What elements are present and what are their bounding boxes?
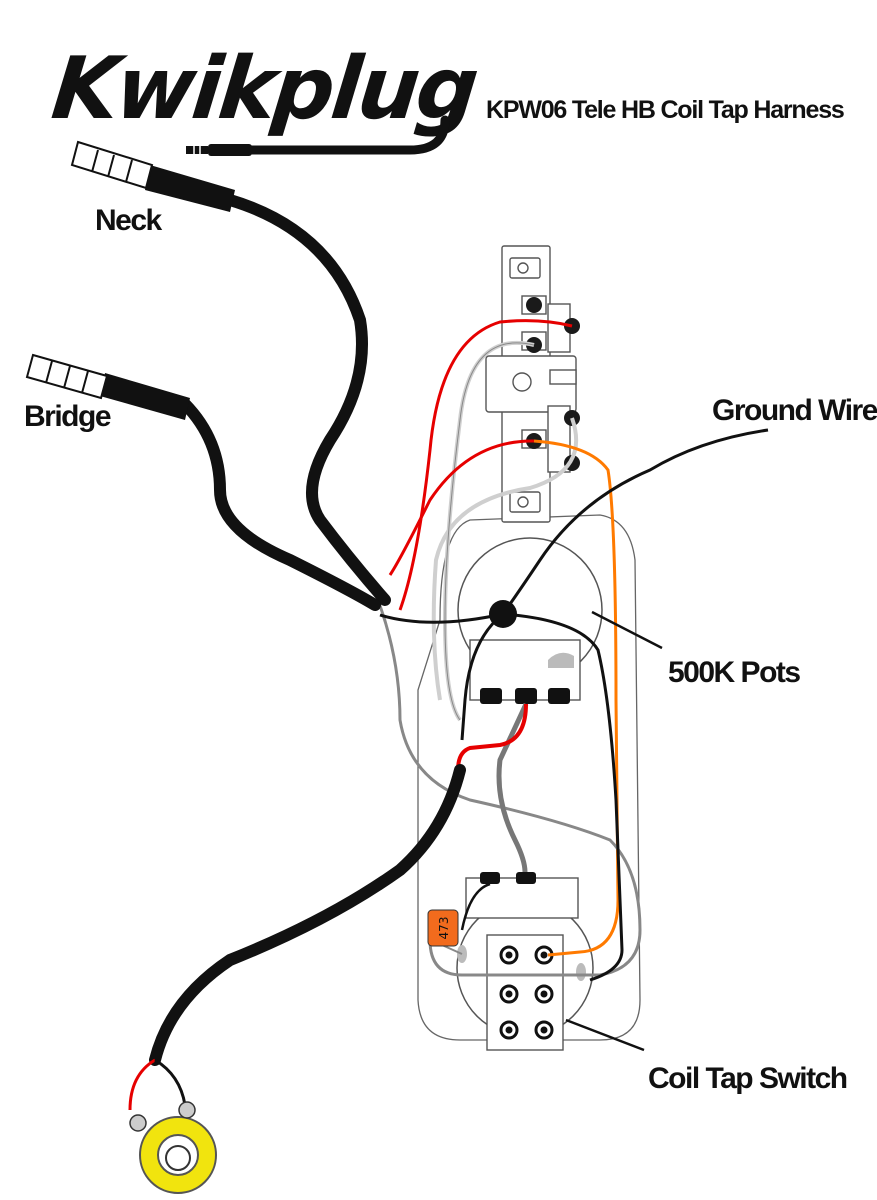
red-wire-output <box>456 703 528 771</box>
black-wire-cable <box>379 612 504 624</box>
white-wire-2 <box>431 417 579 701</box>
neck-label: Neck <box>95 204 163 237</box>
logo-cable-tail <box>245 115 450 155</box>
ground-wire-label: Ground Wire <box>712 394 877 427</box>
orange-wire <box>533 439 620 957</box>
control-plate-outline <box>417 514 641 1041</box>
brand-logo: Kwikplug <box>47 39 481 156</box>
volume-pot <box>457 537 603 704</box>
product-title: KPW06 Tele HB Coil Tap Harness <box>486 96 844 124</box>
output-cable <box>149 764 466 1066</box>
bridge-plug <box>25 353 190 420</box>
ground-wire <box>501 428 769 615</box>
brand-logo-text: Kwikplug <box>47 39 480 139</box>
black-wire-right <box>502 612 624 982</box>
pots-pointer-line <box>591 610 663 650</box>
logo-plug-icon <box>186 144 252 156</box>
black-wire-switch <box>460 882 491 931</box>
grey-wire-pot <box>496 702 529 873</box>
red-wire-neck <box>398 319 573 611</box>
white-wire-outline <box>444 342 535 721</box>
neck-cable <box>224 194 391 606</box>
neck-plug <box>70 140 235 212</box>
coil-tap-switch-label: Coil Tap Switch <box>648 1062 847 1095</box>
red-wire-bridge <box>388 439 535 576</box>
bridge-cable <box>179 398 381 611</box>
pickup-selector-switch <box>485 245 577 523</box>
ground-solder-point <box>489 600 517 628</box>
pots-label: 500K Pots <box>668 656 800 689</box>
bridge-label: Bridge <box>24 400 111 433</box>
switch-pointer-line <box>565 1018 645 1052</box>
capacitor-label: 473 <box>437 917 451 940</box>
output-jack <box>128 1058 217 1194</box>
capacitor: 473 <box>427 909 463 955</box>
